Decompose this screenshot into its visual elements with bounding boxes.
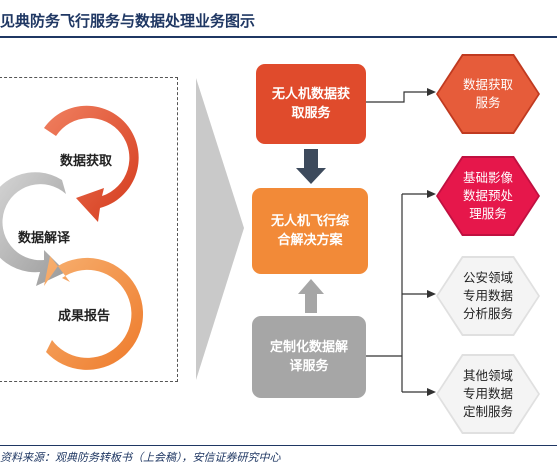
connector-arrowhead-1 (427, 88, 436, 96)
service-3-label: 公安领域专用数据分析服务 (462, 270, 513, 321)
connector-arrowhead-3 (427, 290, 436, 298)
service-2-label: 基础影像数据预处理服务 (462, 170, 513, 221)
page-title: 见典防务飞行服务与数据处理业务图示 (0, 12, 256, 30)
connector-acquire-service1 (366, 91, 428, 103)
down-arrow-head (296, 168, 326, 184)
connector-arrowhead-4 (427, 388, 436, 396)
cycle-arrow-orange-ring (44, 256, 144, 370)
box-data-interpretation: 定制化数据解译服务 (252, 316, 366, 398)
box-data-interpretation-label: 定制化数据解译服务 (269, 340, 348, 374)
box-data-acquisition-label: 无人机数据获取服务 (271, 87, 350, 121)
up-arrow-shaft (305, 293, 317, 313)
service-1-label: 数据获取服务 (462, 77, 513, 110)
title-divider (0, 36, 557, 38)
footer-divider (0, 445, 557, 446)
up-arrow-head (298, 279, 324, 294)
box-data-acquisition: 无人机数据获取服务 (256, 64, 366, 144)
box-flight-solution-label: 无人机飞行综合解决方案 (270, 214, 349, 248)
connector-arrowhead-2 (427, 190, 436, 198)
cycle-step-2: 数据解译 (18, 231, 71, 246)
cycle-panel (0, 77, 178, 382)
source-note: 资料来源：观典防务转板书（上会稿），安信证券研究中心 (0, 451, 281, 464)
box-flight-solution: 无人机飞行综合解决方案 (252, 188, 368, 274)
down-arrow-shaft (304, 149, 318, 169)
big-chevron-arrow (196, 78, 244, 380)
cycle-step-3: 成果报告 (58, 309, 111, 324)
cycle-arrow-gray (0, 172, 66, 286)
cycle-step-1: 数据获取 (60, 154, 113, 169)
service-4-label: 其他领域专用数据定制服务 (462, 368, 513, 419)
cycle-arrow-red (44, 105, 139, 222)
